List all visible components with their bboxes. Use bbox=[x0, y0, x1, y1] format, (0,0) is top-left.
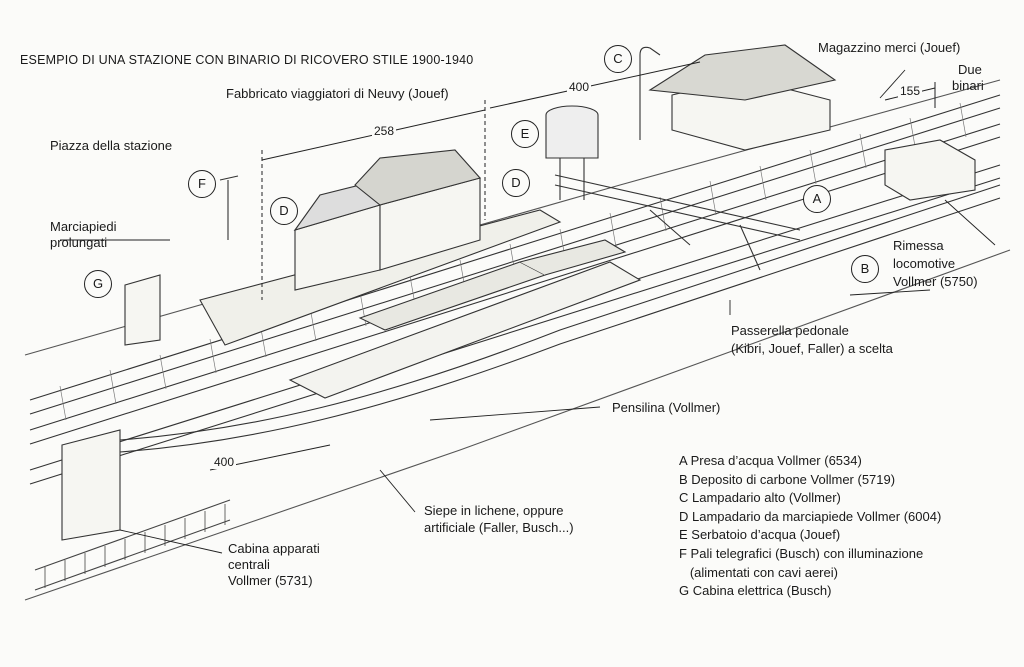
marker-e: E bbox=[511, 120, 539, 148]
footbridge bbox=[554, 174, 801, 271]
goods-shed bbox=[648, 44, 837, 151]
marker-d-left: D bbox=[270, 197, 298, 225]
dim-258: 258 bbox=[372, 124, 397, 138]
label-centrali: centrali bbox=[228, 557, 270, 572]
label-cabina: Cabina apparati bbox=[228, 541, 320, 556]
dim-400-top: 400 bbox=[567, 80, 592, 94]
signal-box-bottom bbox=[61, 429, 121, 541]
label-rimessa: Rimessa bbox=[893, 238, 944, 253]
marker-d-right: D bbox=[502, 169, 530, 197]
label-pensilina: Pensilina (Vollmer) bbox=[612, 400, 721, 415]
label-marciapiedi: Marciapiedi bbox=[50, 219, 117, 234]
track-sleepers bbox=[59, 102, 967, 421]
legend: A Presa d’acqua Vollmer (6534) B Deposit… bbox=[679, 452, 941, 601]
telegraph-pole bbox=[219, 175, 239, 240]
siding-track bbox=[119, 184, 1001, 453]
main-tracks bbox=[29, 94, 1001, 485]
water-tower bbox=[545, 105, 599, 200]
dim-400-bottom: 400 bbox=[212, 455, 237, 469]
legend-item-g: G Cabina elettrica (Busch) bbox=[679, 583, 832, 599]
dim-line-400-top bbox=[489, 61, 701, 109]
label-vollmer-5731: Vollmer (5731) bbox=[228, 573, 313, 588]
tall-lamp-post bbox=[639, 46, 661, 140]
label-magazzino: Magazzino merci (Jouef) bbox=[818, 40, 961, 55]
label-piazza: Piazza della stazione bbox=[50, 138, 173, 153]
label-locomotive: locomotive bbox=[893, 256, 956, 271]
legend-item-f: F Pali telegrafici (Busch) con illuminaz… bbox=[679, 545, 924, 561]
loco-shed bbox=[884, 139, 976, 201]
marker-c: C bbox=[604, 45, 632, 73]
label-siepe: Siepe in lichene, oppure bbox=[424, 503, 564, 518]
label-binari: binari bbox=[952, 78, 984, 93]
label-prolungati: prolungati bbox=[50, 235, 108, 250]
legend-item-e: E Serbatoio d’acqua (Jouef) bbox=[679, 527, 841, 543]
island-platform bbox=[288, 261, 642, 399]
signal-box-left bbox=[124, 274, 161, 346]
legend-item-c: C Lampadario alto (Vollmer) bbox=[679, 490, 841, 506]
diagram-title: ESEMPIO DI UNA STAZIONE CON BINARIO DI R… bbox=[20, 53, 474, 67]
fence bbox=[34, 499, 231, 591]
legend-item-b: B Deposito di carbone Vollmer (5719) bbox=[679, 471, 896, 487]
label-due: Due bbox=[958, 62, 982, 77]
marker-a: A bbox=[803, 185, 831, 213]
legend-item-d: D Lampadario da marciapiede Vollmer (600… bbox=[679, 508, 942, 524]
label-siepe-2: artificiale (Faller, Busch...) bbox=[424, 520, 574, 535]
label-vollmer-5750: Vollmer (5750) bbox=[893, 274, 978, 289]
dim-155: 155 bbox=[898, 84, 923, 98]
marker-g: G bbox=[84, 270, 112, 298]
legend-item-a: A Presa d’acqua Vollmer (6534) bbox=[679, 453, 862, 468]
label-passerella: Passerella pedonale bbox=[731, 323, 849, 338]
marker-f: F bbox=[188, 170, 216, 198]
label-passerella-brands: (Kibri, Jouef, Faller) a scelta bbox=[731, 341, 893, 356]
label-fabbricato: Fabbricato viaggiatori di Neuvy (Jouef) bbox=[226, 86, 449, 101]
legend-item-f-cont: (alimentati con cavi aerei) bbox=[679, 564, 838, 580]
station-building bbox=[293, 149, 482, 291]
marker-b: B bbox=[851, 255, 879, 283]
